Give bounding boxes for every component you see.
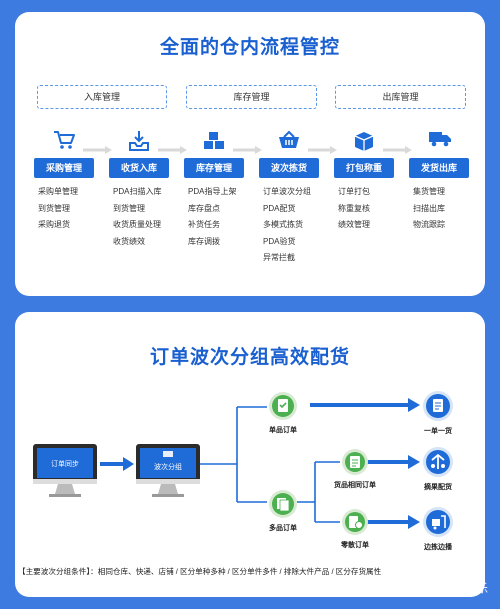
- mixed-order-node: [341, 508, 369, 541]
- wave-grouping-label: 波次分组: [154, 464, 182, 471]
- order-sync-label: 订单同步: [51, 461, 79, 468]
- step-shipping-items: 集货管理 扫描出库 物流跟踪: [413, 184, 445, 234]
- shopping-cart-icon: [53, 130, 75, 150]
- single-order-label: 单品订单: [269, 427, 297, 434]
- flow-arrow: [308, 141, 338, 159]
- pick-and-sow-node: [422, 506, 454, 543]
- same-goods-order-label: 货品相同订单: [334, 482, 376, 489]
- list-item: 采购单管理: [38, 187, 78, 196]
- step-packing-label: 打包称重: [334, 158, 394, 178]
- list-item: PDA配货: [263, 203, 296, 213]
- flow-arrow: [233, 141, 263, 159]
- single-order-node: [268, 391, 298, 426]
- step-purchase-label: 采购管理: [34, 158, 94, 178]
- flow-arrow: [158, 141, 188, 159]
- list-item: 到货管理: [113, 203, 145, 213]
- list-item: PDA验货: [263, 236, 296, 246]
- list-item: PDA扫描入库: [113, 187, 162, 196]
- warehouse-process-panel: 全面的仓内流程管控 入库管理 库存管理 出库管理 采购管理 收货入库 库存管理 …: [15, 12, 485, 296]
- one-order-one-goods-node: [422, 390, 454, 427]
- list-item: 绩效管理: [338, 220, 370, 229]
- multi-order-node: [268, 489, 298, 524]
- flow-arrow: [83, 141, 113, 159]
- list-item: 异常拦截: [263, 253, 295, 262]
- wave-grouping-panel: 订单波次分组高效配货 订单同步: [15, 312, 485, 597]
- step-wave-picking-label: 波次拣货: [259, 158, 319, 178]
- list-item: 扫描出库: [413, 203, 445, 213]
- inbox-download-icon: [128, 130, 150, 152]
- multi-order-label: 多品订单: [269, 525, 297, 532]
- list-item: 收货绩效: [113, 236, 145, 246]
- basket-icon: [278, 130, 300, 150]
- step-wave-picking-items: 订单波次分组 PDA配货 多模式拣货 PDA验货 异常拦截: [263, 184, 311, 267]
- step-purchase-items: 采购单管理 到货管理 采购退货: [38, 184, 78, 234]
- panel1-title: 全面的仓内流程管控: [159, 37, 340, 58]
- step-receiving-items: PDA扫描入库 到货管理 收货质量处理 收货绩效: [113, 184, 161, 250]
- list-item: 集货管理: [413, 187, 445, 196]
- flow-arrow: [383, 141, 413, 159]
- pick-by-fruit-label: 摘果配货: [424, 484, 452, 491]
- step-inventory-items: PDA指导上架 库存盘点 补货任务 库存调拨: [188, 184, 236, 250]
- list-item: 收货质量处理: [113, 220, 161, 229]
- list-item: 订单打包: [338, 187, 370, 196]
- flow-connectors: [100, 398, 420, 529]
- step-shipping-label: 发货出库: [409, 158, 469, 178]
- package-icon: [353, 130, 375, 152]
- step-inventory-label: 库存管理: [184, 158, 244, 178]
- delivery-truck-icon: [428, 130, 452, 148]
- stacked-boxes-icon: [203, 130, 225, 152]
- stage-outbound: 出库管理: [335, 85, 466, 109]
- watermark: 知乎 @涛小乐: [418, 583, 488, 595]
- stage-inbound: 入库管理: [37, 85, 167, 109]
- one-order-one-goods-label: 一单一货: [424, 428, 452, 435]
- pick-and-sow-label: 边拣边播: [424, 544, 452, 551]
- order-sync-monitor: 订单同步: [32, 443, 98, 504]
- stage-inventory: 库存管理: [186, 85, 317, 109]
- same-goods-order-node: [341, 448, 369, 481]
- list-item: 多模式拣货: [263, 220, 303, 229]
- list-item: 采购退货: [38, 220, 70, 229]
- list-item: 库存调拨: [188, 236, 220, 246]
- step-packing-items: 订单打包 称重复核 绩效管理: [338, 184, 370, 234]
- step-receiving-label: 收货入库: [109, 158, 169, 178]
- list-item: 补货任务: [188, 220, 220, 229]
- pick-by-fruit-node: [422, 446, 454, 483]
- mixed-order-label: 零散订单: [341, 542, 369, 549]
- grouping-conditions-footer: 【主要波次分组条件】：相同仓库、快递、店铺 / 区分单种多种 / 区分单件多件 …: [18, 567, 382, 576]
- list-item: 库存盘点: [188, 203, 220, 213]
- list-item: 物流跟踪: [413, 220, 445, 229]
- list-item: 到货管理: [38, 203, 70, 213]
- wave-grouping-monitor: 波次分组: [135, 443, 201, 504]
- list-item: 订单波次分组: [263, 187, 311, 196]
- panel2-title: 订单波次分组高效配货: [149, 347, 350, 368]
- list-item: 称重复核: [338, 203, 370, 213]
- list-item: PDA指导上架: [188, 187, 237, 196]
